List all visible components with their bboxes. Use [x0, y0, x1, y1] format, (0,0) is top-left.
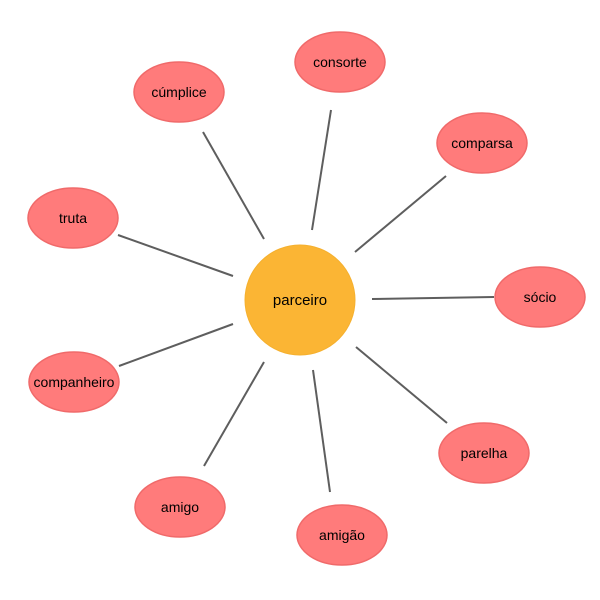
connector-truta [117, 234, 234, 277]
node-companheiro-bubble [28, 351, 120, 413]
center-node: parceiro [244, 244, 356, 356]
node-socio-bubble [494, 266, 586, 328]
node-truta-label: truta [59, 210, 87, 226]
connector-cumplice [202, 131, 265, 240]
center-node-label: parceiro [273, 292, 327, 309]
node-cumplice-bubble [133, 61, 225, 123]
node-cumplice: cúmplice [133, 61, 225, 123]
node-truta: truta [27, 187, 119, 249]
node-cumplice-label: cúmplice [151, 84, 206, 100]
node-comparsa-label: comparsa [451, 135, 513, 151]
center-node-circle [244, 244, 356, 356]
node-comparsa-bubble [436, 112, 528, 174]
connector-socio [371, 296, 495, 300]
node-amigo-bubble [134, 476, 226, 538]
node-group: consorte comparsa sócio parelha amigão a… [27, 31, 586, 566]
node-socio: sócio [494, 266, 586, 328]
node-consorte-label: consorte [313, 54, 367, 70]
node-comparsa: comparsa [436, 112, 528, 174]
node-truta-bubble [27, 187, 119, 249]
node-consorte: consorte [294, 31, 386, 93]
connector-lines [117, 109, 495, 493]
node-amigo-label: amigo [161, 499, 199, 515]
connector-companheiro [118, 323, 234, 367]
connector-parelha [355, 346, 448, 424]
node-socio-label: sócio [524, 289, 557, 305]
node-parelha-label: parelha [461, 445, 508, 461]
node-amigao: amigão [296, 504, 388, 566]
connector-amigao [312, 369, 331, 493]
node-companheiro-label: companheiro [34, 374, 115, 390]
node-parelha: parelha [438, 422, 530, 484]
node-amigao-label: amigão [319, 527, 365, 543]
node-amigo: amigo [134, 476, 226, 538]
node-parelha-bubble [438, 422, 530, 484]
connector-amigo [203, 361, 265, 467]
node-consorte-bubble [294, 31, 386, 93]
connector-comparsa [354, 175, 447, 253]
node-amigao-bubble [296, 504, 388, 566]
node-companheiro: companheiro [28, 351, 120, 413]
connector-consorte [311, 109, 332, 231]
